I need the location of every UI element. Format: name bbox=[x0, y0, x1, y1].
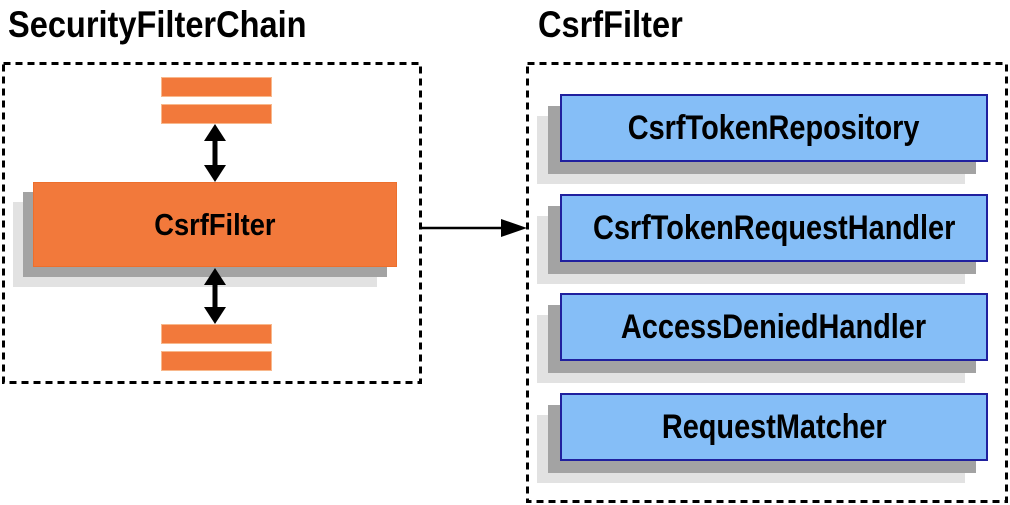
component-box-access-denied-handler: AccessDeniedHandler bbox=[560, 293, 988, 361]
up-down-arrow-icon bbox=[204, 124, 226, 182]
component-box-label: RequestMatcher bbox=[661, 407, 887, 446]
component-box-label: CsrfTokenRepository bbox=[628, 108, 920, 147]
csrf-filter-title: CsrfFilter bbox=[538, 4, 683, 45]
flow-arrow-icon bbox=[422, 219, 527, 237]
component-box-label: CsrfTokenRequestHandler bbox=[592, 208, 956, 247]
filter-chain-bar bbox=[161, 104, 272, 124]
component-box-csrf-token-request-handler: CsrfTokenRequestHandler bbox=[560, 194, 988, 262]
security-filter-chain-title: SecurityFilterChain bbox=[8, 4, 307, 45]
component-box-label: AccessDeniedHandler bbox=[621, 307, 927, 346]
filter-chain-bar bbox=[161, 77, 272, 97]
up-down-arrow-icon bbox=[204, 268, 226, 324]
security-filter-chain-container-border bbox=[2, 62, 422, 384]
csrf-filter-box: CsrfFilter bbox=[33, 182, 397, 267]
filter-chain-bar bbox=[161, 324, 272, 344]
component-box-request-matcher: RequestMatcher bbox=[560, 393, 988, 461]
csrf-filter-container-border bbox=[526, 62, 1008, 503]
filter-chain-bar bbox=[161, 351, 272, 371]
csrf-filter-box-label: CsrfFilter bbox=[154, 206, 276, 242]
component-box-csrf-token-repository: CsrfTokenRepository bbox=[560, 94, 988, 162]
